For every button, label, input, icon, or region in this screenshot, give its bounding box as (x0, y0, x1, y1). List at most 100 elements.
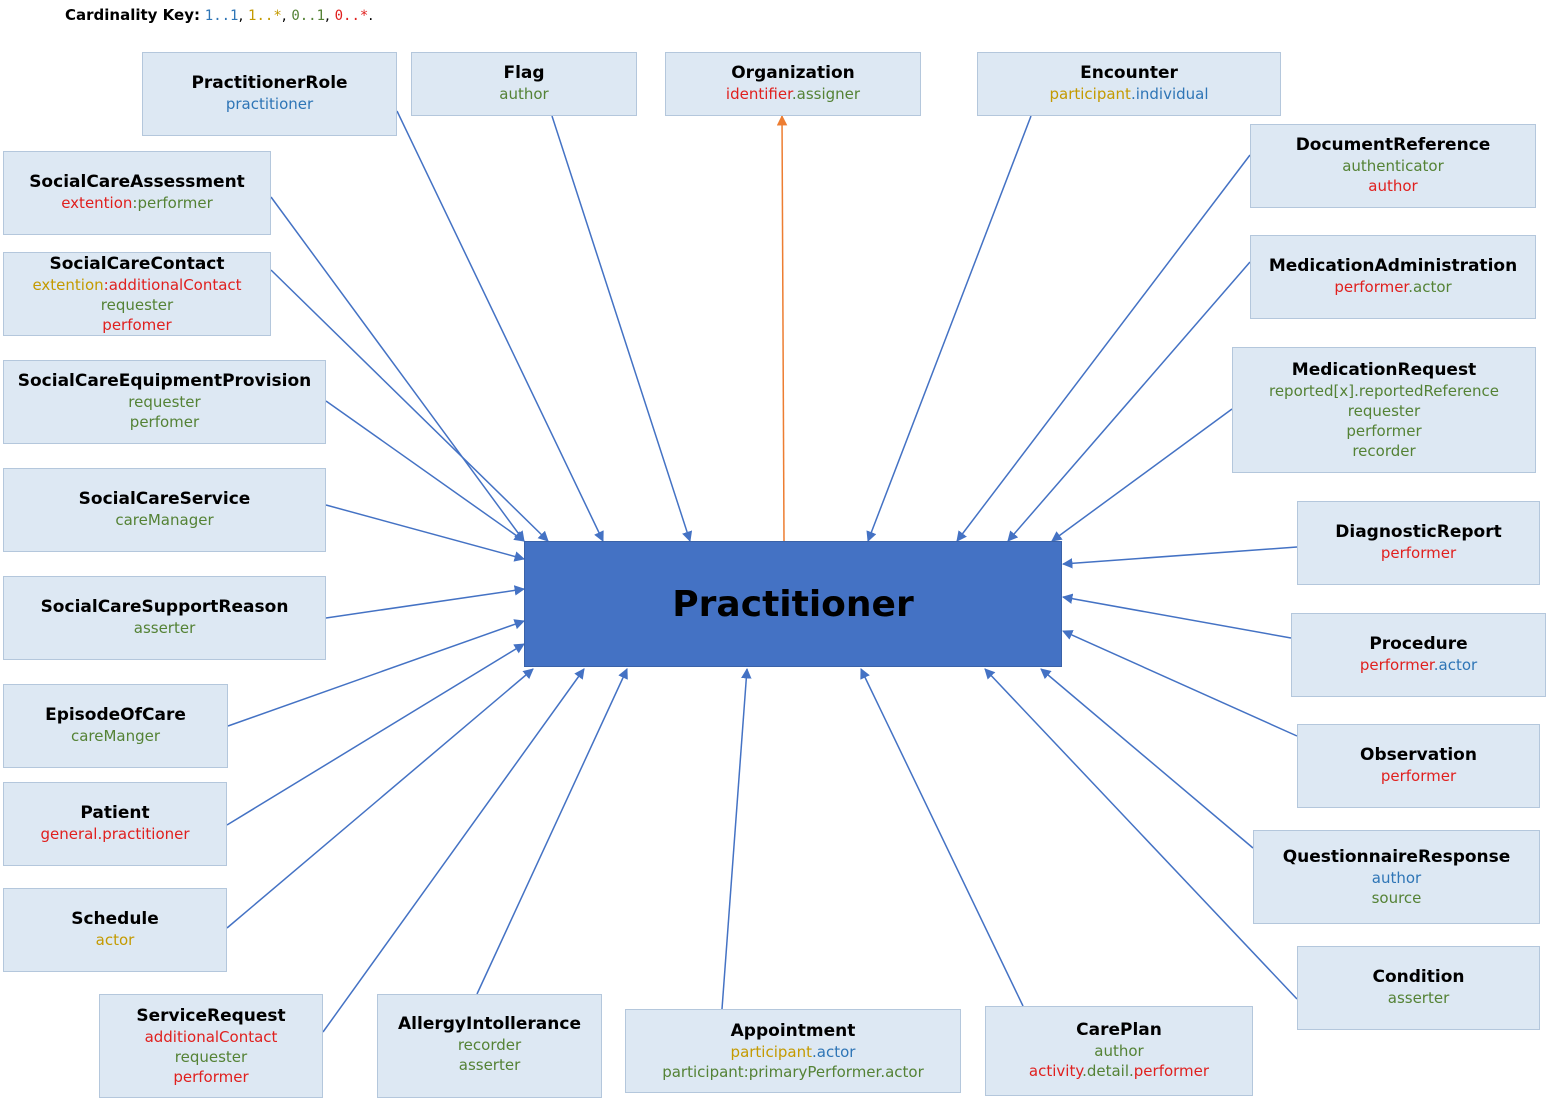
medicationadministration-title: MedicationAdministration (1268, 256, 1518, 276)
socialcareequipmentprovision-field-line: requester (4, 392, 325, 412)
careplan-field-line: activity.detail.performer (986, 1061, 1252, 1081)
medicationrequest-field-line: reported[x].reportedReference (1233, 381, 1535, 401)
field-segment: activity (1028, 1062, 1083, 1080)
observation-field-line: performer (1298, 766, 1539, 786)
procedure-arrow (1061, 593, 1292, 639)
field-segment: author (1371, 869, 1422, 887)
field-segment: practitioner (225, 95, 314, 113)
observation-arrow (1062, 630, 1298, 737)
practitioner-node[interactable]: Practitioner (524, 541, 1062, 667)
socialcareequipmentprovision-title: SocialCareEquipmentProvision (17, 371, 312, 391)
schedule-title: Schedule (71, 909, 159, 929)
schedule-node[interactable]: Schedule actor (3, 888, 227, 972)
socialcareservice-arrow (325, 504, 526, 562)
socialcareservice-title: SocialCareService (78, 489, 251, 509)
allergyintollerance-field-line: asserter (378, 1055, 601, 1075)
schedule-arrow (226, 668, 534, 929)
key-end: . (368, 6, 374, 24)
field-segment: .individual (1130, 85, 1209, 103)
allergyintollerance-field-line: recorder (378, 1035, 601, 1055)
servicerequest-field-line: performer (100, 1067, 322, 1087)
diagnosticreport-field-line: performer (1298, 543, 1539, 563)
field-segment: author (1094, 1042, 1144, 1060)
field-segment: .actor (812, 1043, 856, 1061)
field-segment: requester (100, 296, 174, 314)
cardinality-key-label: Cardinality Key: (65, 6, 200, 24)
field-segment: author (499, 85, 549, 103)
socialcareservice-node[interactable]: SocialCareService careManager (3, 468, 326, 552)
practitionerrole-title: PractitionerRole (191, 73, 348, 93)
questionnaireresponse-field-line: author (1254, 868, 1539, 888)
appointment-field-line: participant:primaryPerformer.actor (626, 1062, 960, 1082)
key-separator: , (325, 6, 330, 24)
cardinality-1-many: 1..* (248, 8, 282, 24)
encounter-title: Encounter (1080, 63, 1178, 83)
practitionerrole-arrow (396, 110, 604, 542)
flag-field-line: author (412, 84, 636, 104)
careplan-title: CarePlan (1076, 1020, 1162, 1040)
patient-title: Patient (80, 803, 150, 823)
cardinality-0-1: 0..1 (291, 8, 326, 24)
medicationrequest-field-line: requester (1233, 401, 1535, 421)
field-segment: performer (173, 1068, 249, 1086)
field-segment: extention (61, 194, 133, 212)
field-segment: :performer (132, 194, 213, 212)
questionnaireresponse-arrow (1040, 668, 1254, 849)
field-segment: actor (95, 931, 135, 949)
socialcareequipmentprovision-field-line: perfomer (4, 412, 325, 432)
field-segment: source (1371, 889, 1422, 907)
socialcarecontact-field-line: perfomer (4, 315, 270, 335)
allergyintollerance-arrow (476, 668, 628, 995)
socialcareequipmentprovision-arrow (325, 400, 525, 542)
practitioner-title: Practitioner (672, 583, 914, 625)
field-segment: perfomer (102, 316, 172, 334)
medicationrequest-title: MedicationRequest (1291, 360, 1477, 380)
appointment-title: Appointment (730, 1021, 856, 1041)
field-segment: participant (730, 1043, 812, 1061)
condition-field-line: asserter (1298, 988, 1539, 1008)
field-segment: authenticator (1342, 157, 1444, 175)
socialcaresupportreason-arrow (325, 585, 526, 619)
organization-title: Organization (731, 63, 855, 83)
documentreference-title: DocumentReference (1295, 135, 1491, 155)
documentreference-arrow (956, 154, 1251, 542)
socialcareassessment-field-line: extention:performer (4, 193, 270, 213)
field-segment: extention (32, 276, 104, 294)
medicationrequest-arrow (1051, 408, 1233, 542)
patient-arrow (226, 643, 525, 826)
socialcarecontact-title: SocialCareContact (49, 254, 225, 274)
careplan-field-line: author (986, 1041, 1252, 1061)
medicationrequest-field-line: performer (1233, 421, 1535, 441)
practitionerrole-node[interactable]: PractitionerRole practitioner (142, 52, 397, 136)
field-segment: performer (1359, 656, 1434, 674)
field-segment: requester (174, 1048, 248, 1066)
field-segment: recorder (1352, 442, 1416, 460)
diagnosticreport-title: DiagnosticReport (1335, 522, 1502, 542)
appointment-field-line: participant.actor (626, 1042, 960, 1062)
field-segment: .assigner (791, 85, 861, 103)
field-segment: careManager (115, 511, 214, 529)
encounter-arrow (866, 115, 1032, 542)
